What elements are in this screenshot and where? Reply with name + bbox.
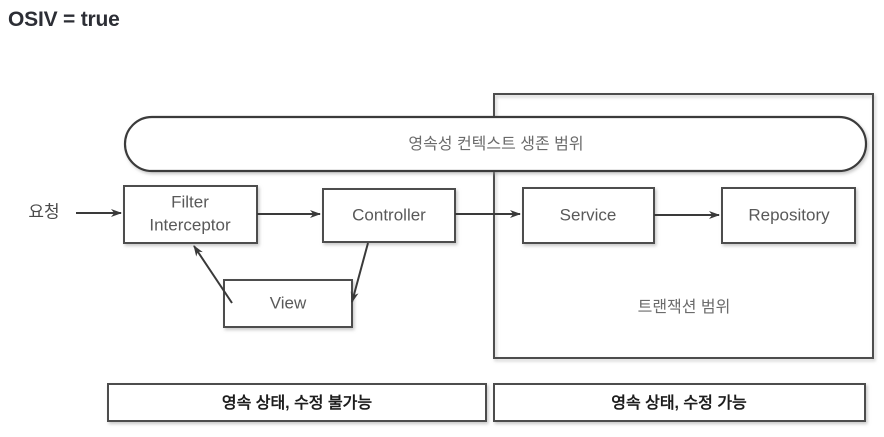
- legend-left-label: 영속 상태, 수정 불가능: [222, 394, 373, 412]
- legend-right-box: [493, 383, 866, 422]
- persistence-context-label: 영속성 컨텍스트 생존 범위: [408, 135, 583, 153]
- controller-label: Controller: [352, 205, 426, 224]
- legend-right-label: 영속 상태, 수정 가능: [611, 394, 747, 412]
- view-label: View: [270, 293, 307, 312]
- request-entry: 요청: [28, 202, 122, 221]
- diagram-edges: [193, 210, 720, 304]
- filter-interceptor-label-line2: Interceptor: [149, 215, 231, 234]
- transaction-scope-box: [493, 93, 874, 359]
- node-filter-interceptor[interactable]: Filter Interceptor: [123, 185, 258, 244]
- page-title: OSIV = true: [8, 8, 120, 31]
- controller-box[interactable]: [322, 188, 456, 243]
- node-repository[interactable]: Repository: [721, 187, 856, 244]
- legend-left-box: [107, 383, 487, 422]
- service-box[interactable]: [522, 187, 655, 244]
- legend-left-group: 영속 상태, 수정 불가능: [107, 383, 487, 422]
- repository-box[interactable]: [721, 187, 856, 244]
- transaction-scope-label: 트랜잭션 범위: [638, 298, 731, 316]
- edge-controller-to-view: [350, 242, 369, 303]
- node-view[interactable]: View: [223, 279, 353, 328]
- legend-right-group: 영속 상태, 수정 가능: [493, 383, 866, 422]
- request-label: 요청: [28, 202, 59, 221]
- service-label: Service: [560, 205, 617, 224]
- persistence-context-stadium: [123, 115, 868, 173]
- filter-interceptor-box[interactable]: [123, 185, 258, 244]
- transaction-scope-region: 트랜잭션 범위: [493, 93, 874, 359]
- edge-view-to-filter-interceptor: [193, 245, 233, 304]
- repository-label: Repository: [748, 205, 830, 224]
- view-box[interactable]: [223, 279, 353, 328]
- persistence-context-scope-region: 영속성 컨텍스트 생존 범위: [123, 115, 868, 173]
- node-service[interactable]: Service: [522, 187, 655, 244]
- filter-interceptor-label-line1: Filter: [171, 192, 209, 211]
- node-controller[interactable]: Controller: [322, 188, 456, 243]
